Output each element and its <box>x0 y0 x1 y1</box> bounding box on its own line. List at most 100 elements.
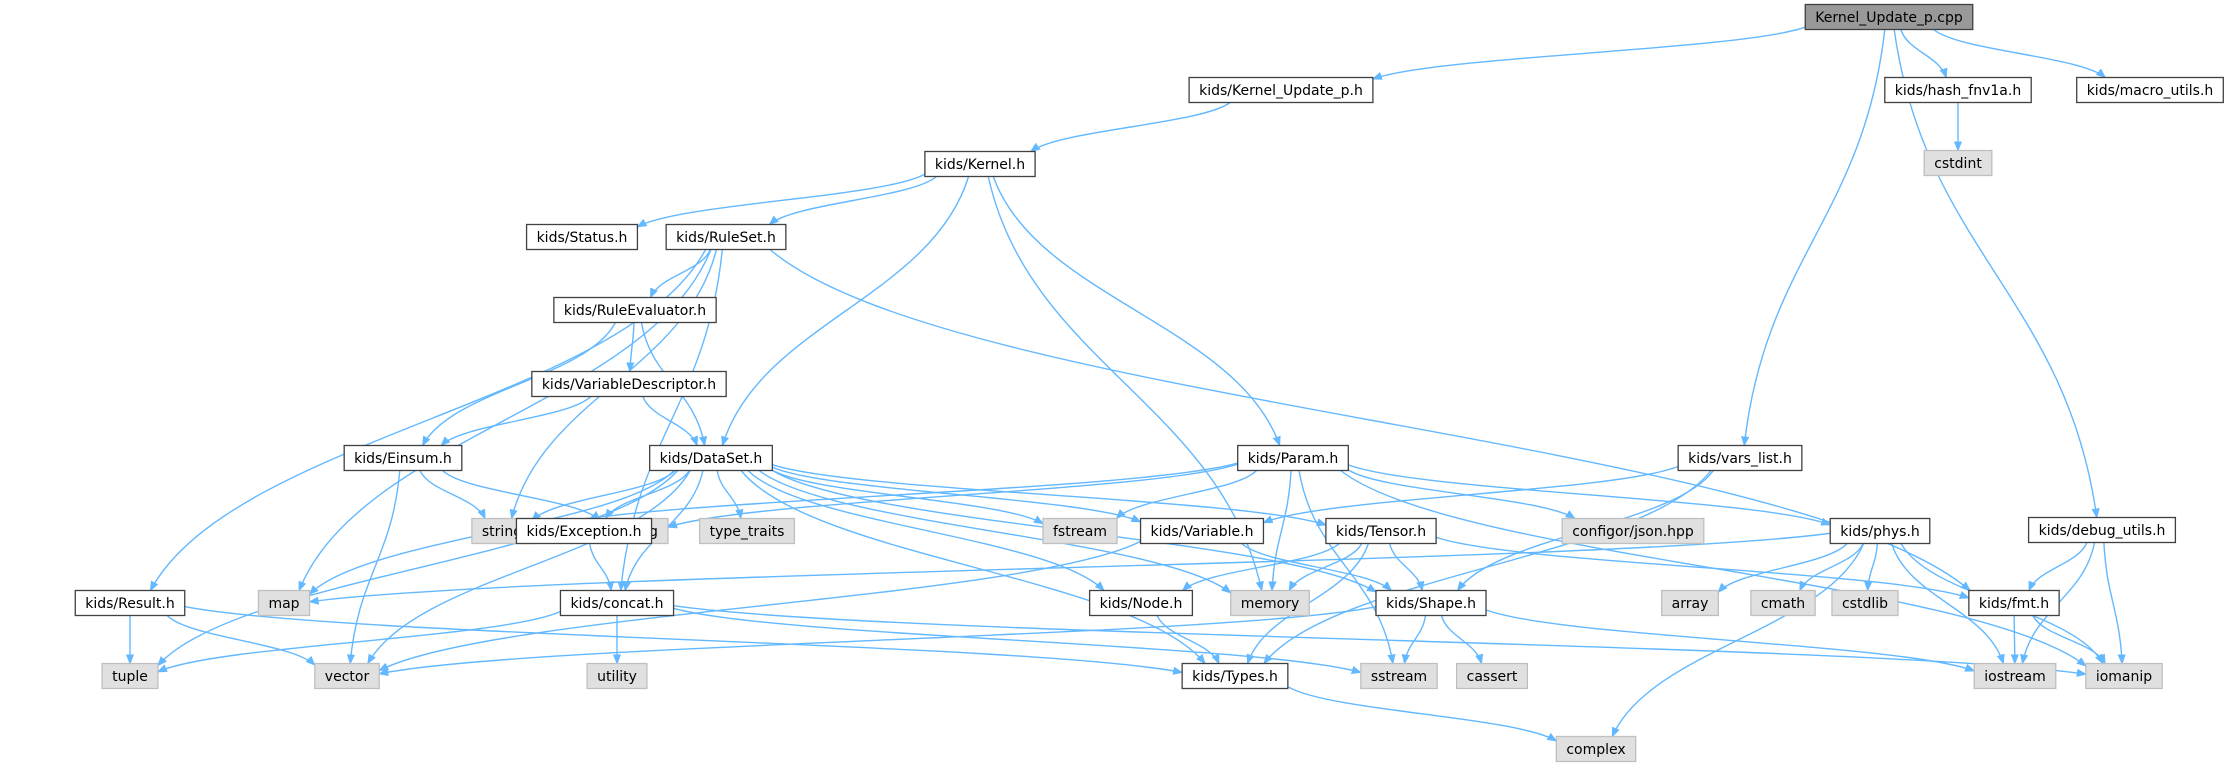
node-box <box>1831 589 1899 617</box>
node-k_status[interactable]: kids/Status.h <box>525 223 639 251</box>
edge-k_tensor-to-k_node <box>1183 542 1340 591</box>
node-s_complex: complex <box>1555 735 1637 763</box>
edge-k_param-to-s_json <box>1347 469 1574 519</box>
node-k_result[interactable]: kids/Result.h <box>74 589 186 617</box>
edge-k_node-to-k_types <box>1156 615 1220 664</box>
node-k_tensor[interactable]: kids/Tensor.h <box>1325 517 1437 545</box>
node-k_shape[interactable]: kids/Shape.h <box>1375 589 1487 617</box>
node-k_exception[interactable]: kids/Exception.h <box>515 517 653 545</box>
edge-k_tensor-to-k_shape <box>1388 543 1423 591</box>
node-box <box>1923 149 1993 177</box>
node-label: kids/Kernel_Update_p.h <box>1199 83 1363 99</box>
node-k_ruleeval[interactable]: kids/RuleEvaluator.h <box>553 296 717 324</box>
node-box <box>1660 589 1720 617</box>
node-k_ruleset[interactable]: kids/RuleSet.h <box>665 223 787 251</box>
node-label: cstdlib <box>1842 596 1888 612</box>
node-s_array: array <box>1660 589 1720 617</box>
node-label: kids/Kernel.h <box>935 157 1025 173</box>
edge-k_dataset-to-s_fstream <box>771 469 1043 524</box>
node-k_concat[interactable]: kids/concat.h <box>559 589 675 617</box>
node-label: fstream <box>1053 524 1107 540</box>
node-k_kernel[interactable]: kids/Kernel.h <box>924 150 1036 178</box>
edge-root-to-k_vars_list <box>1744 29 1886 446</box>
node-label: Kernel_Update_p.cpp <box>1815 10 1963 26</box>
node-k_node[interactable]: kids/Node.h <box>1088 589 1194 617</box>
node-k_vars_list[interactable]: kids/vars_list.h <box>1677 444 1803 472</box>
node-s_cstdint: cstdint <box>1923 149 1993 177</box>
node-box <box>1375 589 1487 617</box>
edge-k_dataset-to-s_memory <box>758 469 1231 593</box>
node-label: cmath <box>1761 596 1805 612</box>
node-k_hash[interactable]: kids/hash_fnv1a.h <box>1884 76 2032 104</box>
node-s_sstream: sstream <box>1360 662 1438 690</box>
edge-root-to-k_hash <box>1900 29 1946 78</box>
edge-k_debug-to-k_fmt <box>2028 542 2088 591</box>
node-k_debug[interactable]: kids/debug_utils.h <box>2027 516 2177 544</box>
node-k_einsum[interactable]: kids/Einsum.h <box>343 444 463 472</box>
edge-k_types-to-s_complex <box>1287 686 1556 741</box>
edge-k_phys-to-s_cmath <box>1799 543 1864 591</box>
edge-k_dataset-to-k_node <box>747 470 1104 591</box>
node-box <box>1088 589 1194 617</box>
node-k_types[interactable]: kids/Types.h <box>1181 662 1289 690</box>
node-label: vector <box>325 669 370 685</box>
node-label: complex <box>1566 742 1625 758</box>
edge-k_dataset-to-k_tensor <box>772 464 1326 525</box>
node-box <box>74 589 186 617</box>
node-k_macro[interactable]: kids/macro_utils.h <box>2076 76 2224 104</box>
node-s_iomanip: iomanip <box>2085 662 2163 690</box>
node-box <box>343 444 463 472</box>
node-label: kids/Result.h <box>85 596 174 612</box>
edge-k_dataset-to-s_type_traits <box>716 470 741 519</box>
node-k_kernel_update_h[interactable]: kids/Kernel_Update_p.h <box>1188 76 1374 104</box>
edge-k_phys-to-s_iostream <box>1890 543 2004 664</box>
node-k_fmt[interactable]: kids/fmt.h <box>1968 589 2060 617</box>
edge-k_concat-to-s_iomanip <box>673 605 2086 674</box>
edge-k_kernel-to-k_dataset <box>722 176 970 446</box>
edge-k_vars_list-to-k_variable <box>1263 465 1679 524</box>
node-box <box>1360 662 1438 690</box>
edge-k_kernel-to-k_status <box>637 173 926 228</box>
edge-k_vardesc-to-k_einsum <box>441 395 592 446</box>
node-s_type_traits: type_traits <box>698 517 796 545</box>
node-box <box>649 444 773 472</box>
node-label: kids/RuleSet.h <box>676 230 776 246</box>
edge-k_shape-to-s_vector <box>379 606 1377 674</box>
edge-k_dataset-to-k_types <box>740 470 1205 664</box>
node-k_variable[interactable]: kids/Variable.h <box>1139 517 1265 545</box>
edge-k_fmt-to-s_iomanip <box>2032 615 2106 664</box>
edge-k_shape-to-s_sstream <box>1404 615 1427 664</box>
node-root: Kernel_Update_p.cpp <box>1804 3 1974 31</box>
node-label: kids/fmt.h <box>1979 596 2049 612</box>
node-k_vardesc[interactable]: kids/VariableDescriptor.h <box>531 370 727 398</box>
node-box <box>1555 735 1637 763</box>
node-box <box>924 150 1036 178</box>
node-box <box>515 517 653 545</box>
node-k_dataset[interactable]: kids/DataSet.h <box>649 444 773 472</box>
node-label: kids/Variable.h <box>1151 524 1254 540</box>
node-box <box>314 662 380 690</box>
node-box <box>101 662 159 690</box>
node-label: configor/json.hpp <box>1572 524 1694 540</box>
edge-k_param-to-s_sstream <box>1298 470 1393 664</box>
node-label: sstream <box>1371 669 1427 685</box>
edge-k_einsum-to-s_vector <box>350 470 401 664</box>
node-label: map <box>268 596 299 612</box>
node-box <box>1325 517 1437 545</box>
edge-k_dataset-to-s_vector <box>367 470 691 664</box>
edge-k_variable-to-s_vector <box>379 540 1141 672</box>
node-box <box>1968 589 2060 617</box>
node-label: kids/Node.h <box>1100 596 1183 612</box>
node-box <box>698 517 796 545</box>
node-label: memory <box>1241 596 1300 612</box>
node-k_param[interactable]: kids/Param.h <box>1237 444 1349 472</box>
node-k_phys[interactable]: kids/phys.h <box>1829 517 1931 545</box>
node-label: kids/Status.h <box>537 230 628 246</box>
edge-root-to-k_macro <box>1933 28 2106 78</box>
node-box <box>1829 517 1931 545</box>
node-box <box>525 223 639 251</box>
node-label: kids/concat.h <box>570 596 663 612</box>
node-label: kids/vars_list.h <box>1688 451 1792 467</box>
node-label: array <box>1672 596 1709 612</box>
